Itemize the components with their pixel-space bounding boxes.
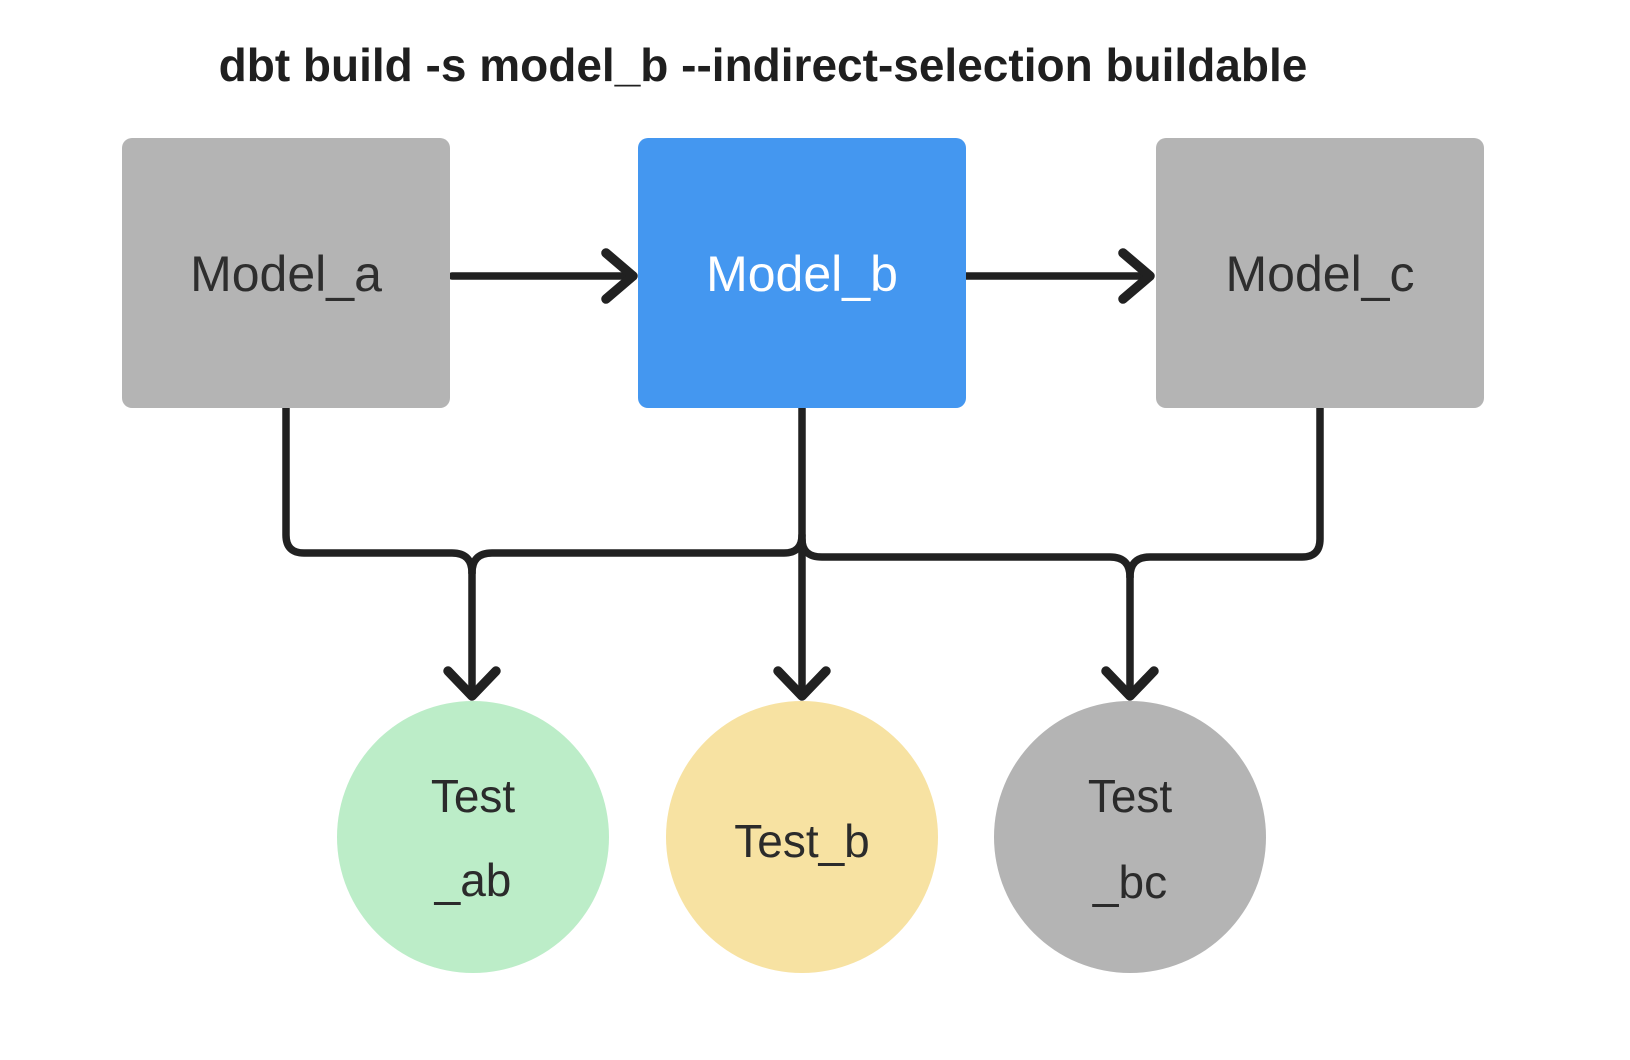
arrow-right-icon <box>601 248 638 304</box>
arrow-down-icon <box>1101 666 1159 701</box>
connector-from-model-a <box>282 404 476 577</box>
edge-model-a-to-model-b <box>448 248 638 304</box>
connector-from-model-c <box>1126 404 1324 581</box>
test-b-circle <box>666 701 938 973</box>
test-bc-circle <box>994 701 1266 973</box>
model-b-label: Model_b <box>706 246 898 302</box>
arrow-down-icon <box>443 666 501 701</box>
test-bc-node: Test _bc <box>994 701 1266 973</box>
arrow-right-icon <box>1118 248 1155 304</box>
model-c-node: Model_c <box>1156 138 1484 408</box>
test-ab-label-line1: Test <box>431 770 516 822</box>
model-a-node: Model_a <box>122 138 450 408</box>
connector-bus-right <box>798 535 1134 581</box>
test-ab-node: Test _ab <box>337 701 609 973</box>
model-a-label: Model_a <box>190 246 382 302</box>
model-b-node: Model_b <box>638 138 966 408</box>
connector-bus-left <box>468 531 806 577</box>
connector-bus <box>282 404 1324 701</box>
test-b-label-line1: Test_b <box>734 815 870 867</box>
diagram-title: dbt build -s model_b --indirect-selectio… <box>219 39 1308 91</box>
test-bc-label-line2: _bc <box>1092 856 1167 908</box>
model-c-label: Model_c <box>1226 246 1415 302</box>
test-bc-label-line1: Test <box>1088 770 1173 822</box>
model-a-box <box>122 138 450 408</box>
test-ab-circle <box>337 701 609 973</box>
model-c-box <box>1156 138 1484 408</box>
model-b-box <box>638 138 966 408</box>
test-b-node: Test_b <box>666 701 938 973</box>
arrow-down-icon <box>773 666 831 701</box>
edge-model-b-to-model-c <box>962 248 1155 304</box>
test-ab-label-line2: _ab <box>434 854 512 906</box>
